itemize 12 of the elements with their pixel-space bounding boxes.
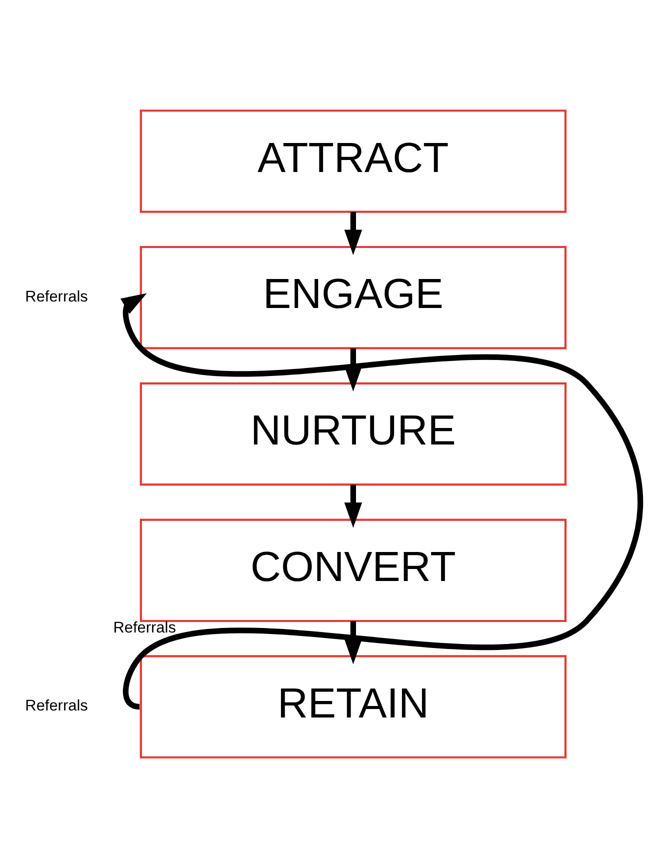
node-box: ENGAGE <box>140 245 567 349</box>
arrow <box>344 212 362 255</box>
label: Referrals <box>25 288 88 306</box>
label: Referrals <box>25 697 88 714</box>
node-box: ATTRACT <box>140 109 567 212</box>
arrow <box>344 348 362 391</box>
edge-label: Referrals <box>113 619 176 636</box>
arrow <box>344 620 362 664</box>
arrow <box>344 484 362 528</box>
node-box: CONVERT <box>140 518 567 622</box>
node-box: NURTURE <box>140 382 567 486</box>
node-box: RETAIN <box>140 654 567 758</box>
